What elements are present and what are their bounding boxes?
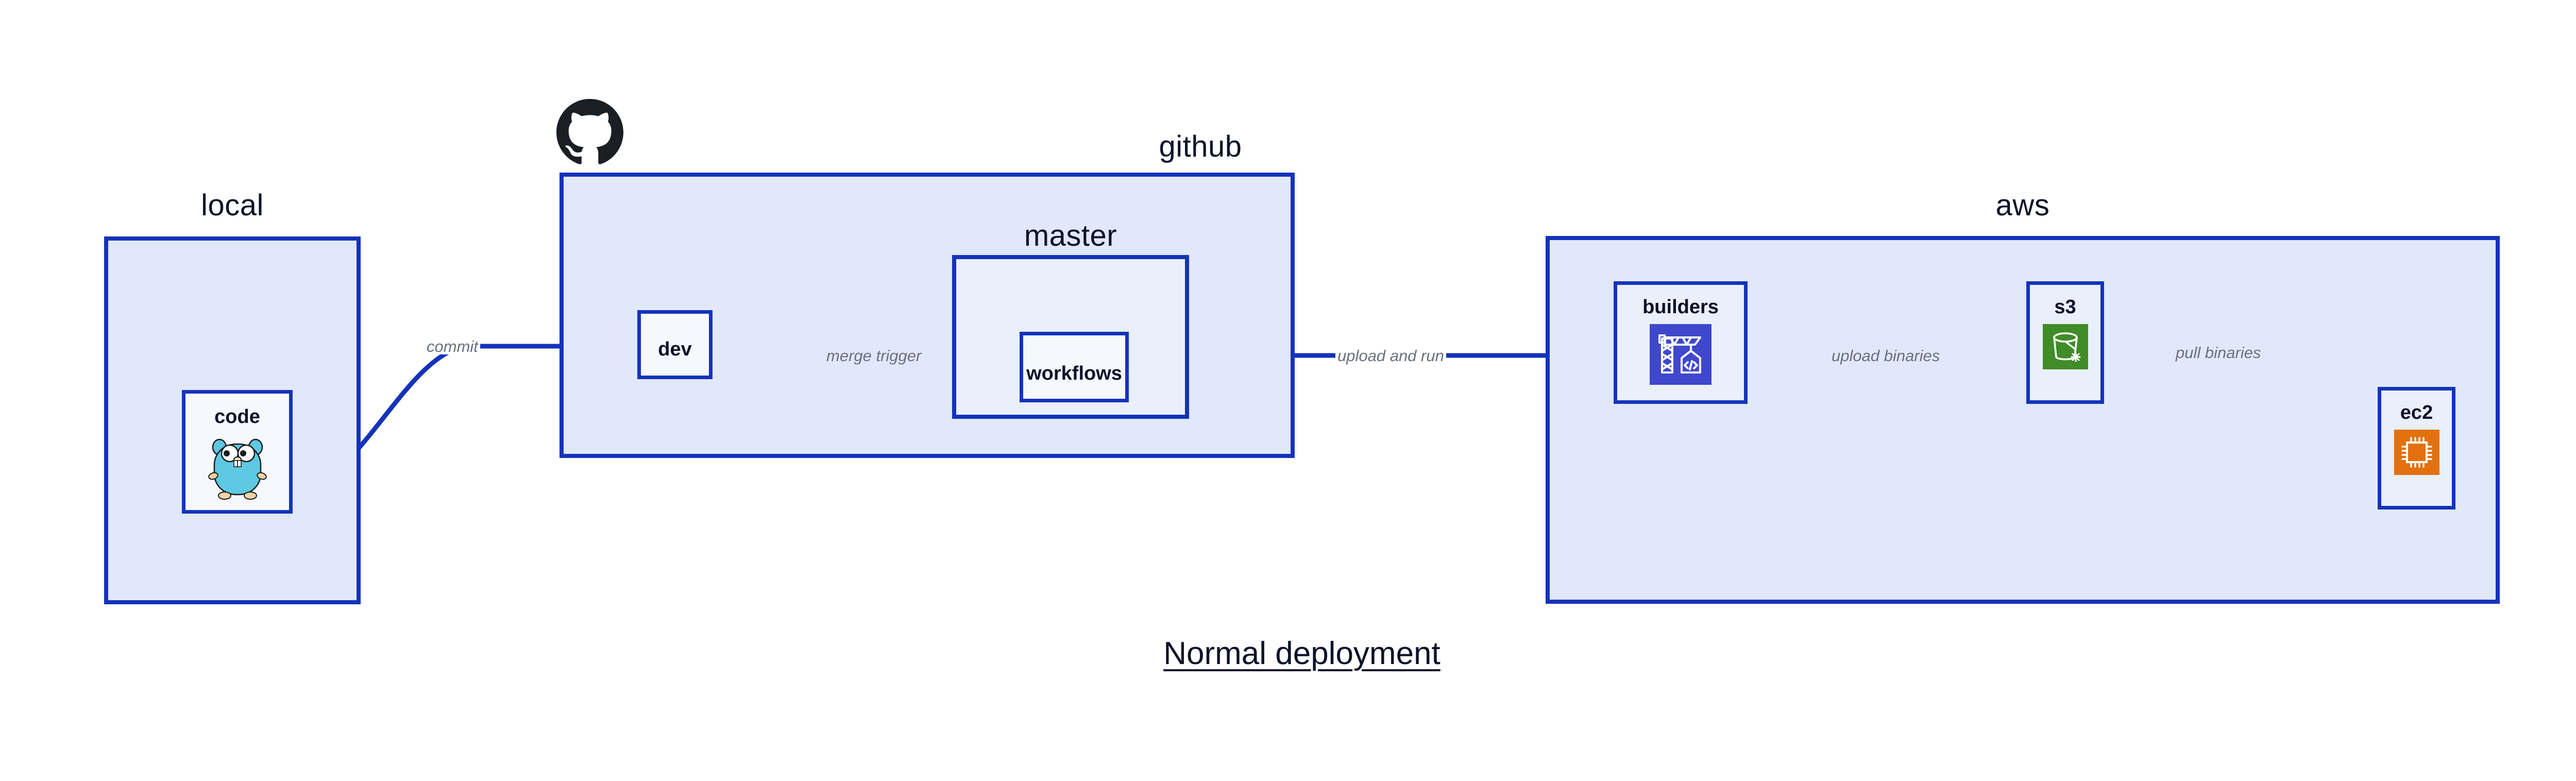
aws-s3-bucket-icon — [2042, 324, 2088, 369]
node-label-s3: s3 — [2054, 296, 2076, 318]
aws-codebuild-icon — [1650, 324, 1711, 385]
github-octocat-icon — [556, 99, 623, 166]
edge-label-upload-and-run: upload and run — [1335, 348, 1446, 364]
edge-label-pull-binaries: pull binaries — [2174, 345, 2263, 361]
group-aws: builders — [1546, 236, 2500, 604]
group-master: workflows — [952, 255, 1189, 419]
group-label-aws: aws — [1995, 189, 2050, 222]
group-github: dev master workflows — [560, 173, 1295, 458]
group-label-github: github — [1159, 130, 1242, 163]
edge-label-merge-trigger: merge trigger — [824, 348, 924, 364]
diagram-title: Normal deployment — [1163, 636, 1440, 671]
go-gopher-icon — [207, 434, 268, 502]
group-label-local: local — [201, 189, 264, 222]
aws-ec2-chip-icon — [2394, 430, 2439, 475]
node-dev[interactable]: dev — [637, 310, 713, 379]
node-label-dev: dev — [658, 338, 692, 360]
node-builders[interactable]: builders — [1614, 281, 1748, 404]
edge-label-upload-binaries: upload binaries — [1829, 348, 1942, 364]
group-local: code — [104, 236, 361, 604]
edge-label-commit: commit — [425, 338, 480, 354]
node-label-code: code — [214, 406, 260, 428]
node-ec2[interactable]: ec2 — [2378, 387, 2455, 510]
node-label-builders: builders — [1642, 296, 1719, 318]
node-label-ec2: ec2 — [2400, 402, 2433, 423]
group-label-master: master — [1024, 219, 1117, 252]
node-s3[interactable]: s3 — [2026, 281, 2104, 404]
node-workflows[interactable]: workflows — [1020, 332, 1129, 402]
node-code[interactable]: code — [182, 390, 293, 514]
node-label-workflows: workflows — [1026, 363, 1122, 384]
